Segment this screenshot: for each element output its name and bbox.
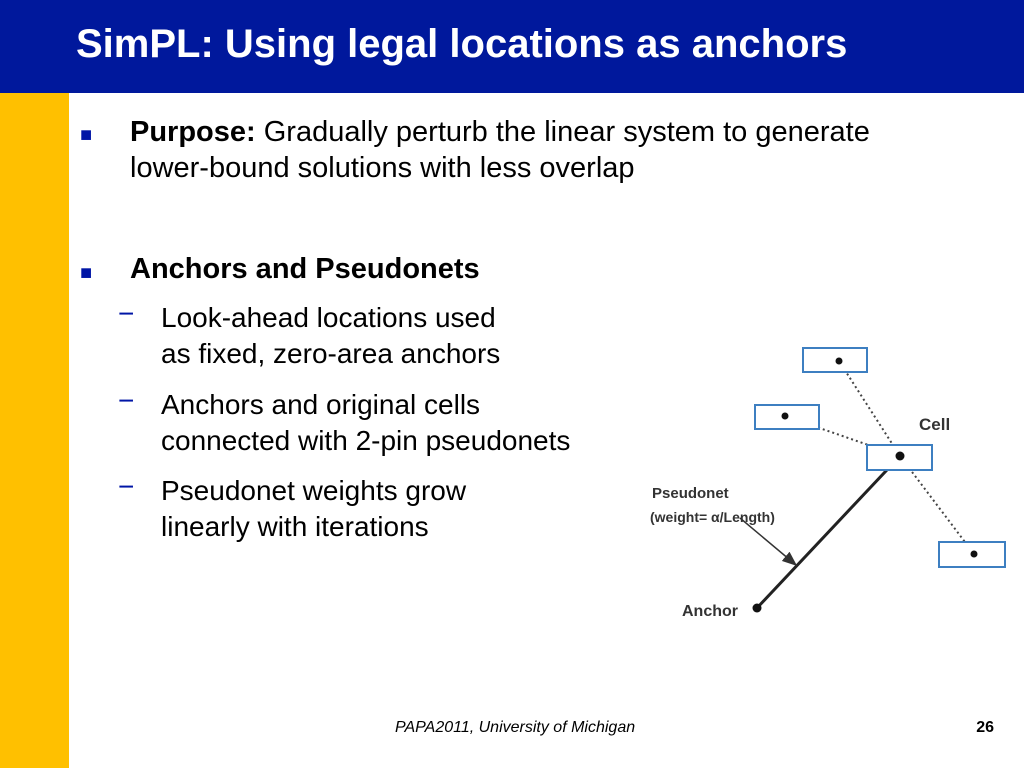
pin-dot xyxy=(781,412,789,420)
sub-bullet-3-line2: linearly with iterations xyxy=(161,511,429,542)
bullet-purpose-text: Gradually perturb the linear system to g… xyxy=(255,116,870,148)
pseudonet-line xyxy=(755,454,902,610)
weight-label: (weight= α/Length) xyxy=(650,509,775,525)
cell-box-main xyxy=(866,444,933,471)
sub-bullet-2-line2: connected with 2-pin pseudonets xyxy=(161,425,571,456)
dash-icon: − xyxy=(118,471,135,502)
anchor-dot xyxy=(752,603,762,613)
sub-bullet-3-line1: Pseudonet weights grow xyxy=(161,475,467,506)
title-bar xyxy=(0,0,1024,93)
pseudonet-label: Pseudonet xyxy=(652,485,729,502)
bullet-purpose-line2: lower-bound solutions with less overlap xyxy=(130,152,635,184)
anchor-pseudonet-diagram: Cell Pseudonet (weight= α/Length) Anchor xyxy=(650,347,1006,620)
anchor-label: Anchor xyxy=(682,603,738,620)
bullet-anchors-pseudonets: Anchors and Pseudonets xyxy=(130,253,480,285)
sub-bullet-1-line2: as fixed, zero-area anchors xyxy=(161,338,501,369)
pseudonet-arrow xyxy=(739,517,798,566)
dash-icon: − xyxy=(118,385,135,416)
bullet-purpose-label: Purpose: xyxy=(130,116,256,148)
footer-text: PAPA2011, University of Michigan xyxy=(395,719,636,736)
pin-dot xyxy=(895,451,905,461)
page-number: 26 xyxy=(976,719,994,736)
bullet-square-icon: ■ xyxy=(80,262,93,284)
cell-box xyxy=(802,347,868,373)
side-stripe xyxy=(0,93,69,768)
sub-bullet-1-line1: Look-ahead locations used xyxy=(161,302,496,333)
slide-title: SimPL: Using legal locations as anchors xyxy=(76,22,848,66)
bullet-square-icon: ■ xyxy=(80,124,93,146)
dash-icon: − xyxy=(118,298,135,329)
bullet-purpose: Purpose: Gradually perturb the linear sy… xyxy=(130,116,870,149)
pin-dot xyxy=(970,550,978,558)
connection-dotted xyxy=(838,360,901,457)
cell-label: Cell xyxy=(919,415,950,434)
pin-dot xyxy=(835,357,843,365)
sub-bullet-2-line1: Anchors and original cells xyxy=(161,389,481,420)
connection-dotted xyxy=(899,455,975,555)
